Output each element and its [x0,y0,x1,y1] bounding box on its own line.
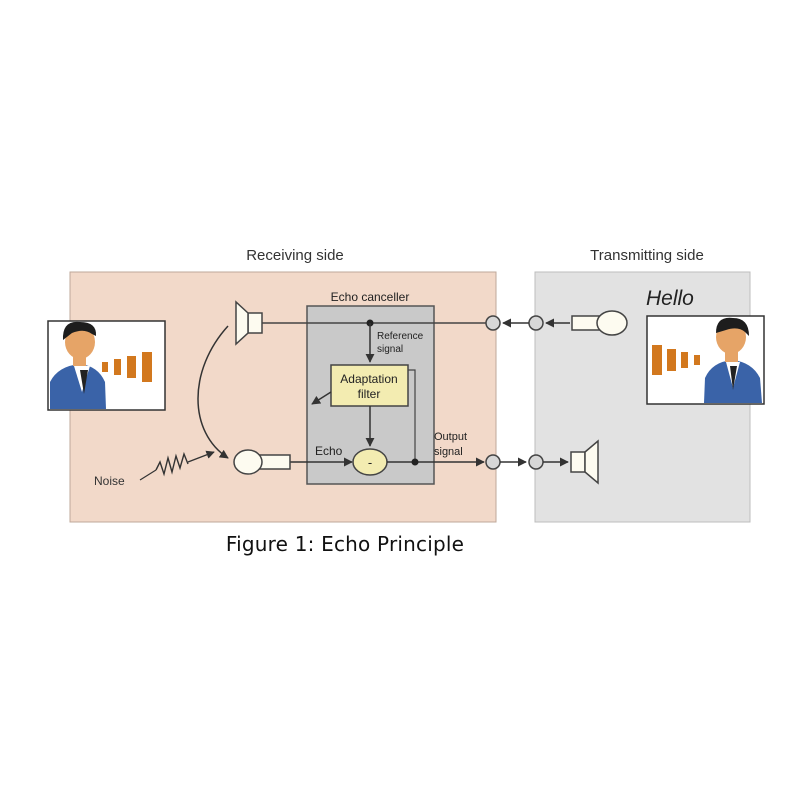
line-node-bottom-right [528,454,544,470]
figure-caption-text: Figure 1: Echo Principle [225,532,465,556]
receiving-person-image [47,320,166,411]
subtractor-symbol: - [368,455,372,470]
reference-signal-label-2: signal [377,344,403,355]
hello-label: Hello [646,287,694,310]
adaptation-filter-label-2: filter [358,387,381,401]
figure-caption: Figure 1: Echo Principle [0,532,800,556]
receiving-microphone-icon [233,449,291,475]
line-node-bottom-left [485,454,501,470]
transmitting-person-image [646,315,765,405]
receiving-speaker-icon [235,300,263,346]
line-node-top-left [485,315,501,331]
transmitting-speaker-icon [570,439,599,485]
transmitting-side-label: Transmitting side [590,247,704,264]
receiving-side-label: Receiving side [246,247,344,264]
reference-signal-label: Reference [377,331,424,342]
echo-label: Echo [315,444,343,458]
adaptation-filter-label: Adaptation [340,372,397,386]
transmitting-microphone-icon [571,310,628,336]
line-node-top-right [528,315,544,331]
noise-label: Noise [94,474,125,488]
echo-canceller-label: Echo canceller [331,290,410,304]
output-signal-label-2: signal [434,446,463,458]
adaptation-filter-box [330,364,409,407]
output-tap-dot [411,458,419,466]
output-signal-label: Output [434,431,467,443]
noise-zigzag-icon [155,451,189,477]
